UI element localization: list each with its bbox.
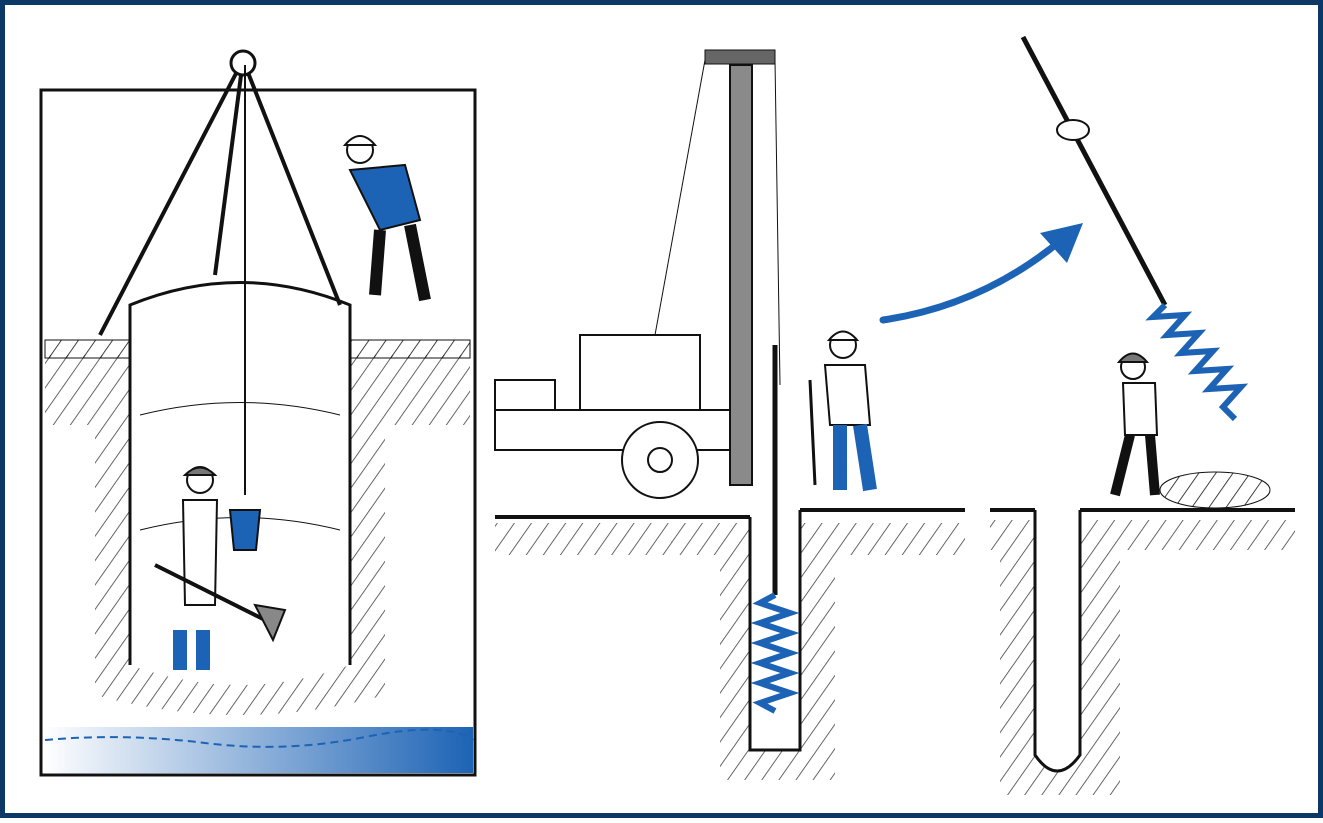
worker-with-shovel (808, 330, 877, 492)
mast-head (704, 49, 776, 65)
worker-top (342, 135, 431, 302)
panel-machine-auger (494, 49, 965, 780)
drill-mast (729, 64, 753, 486)
tripod (98, 59, 342, 336)
mast-cable (774, 59, 781, 386)
spoil-pile (1159, 471, 1271, 509)
worker-with-auger (1110, 352, 1160, 497)
drill-truck (494, 334, 736, 499)
arrow-head (1040, 223, 1083, 263)
ground-strip-right (349, 339, 471, 359)
pulley-icon (229, 49, 257, 77)
water-table (43, 727, 473, 773)
bucket-icon (228, 509, 262, 551)
well-drilling-illustration (39, 35, 1295, 795)
ground-strip-left (44, 339, 131, 359)
hand-icon (1056, 119, 1090, 141)
withdraw-arrow-icon (879, 233, 1069, 324)
lining-ring (139, 402, 341, 416)
worker-bottom (154, 466, 287, 670)
panel-border (39, 88, 477, 777)
mast-cable (654, 59, 706, 336)
soil-around-borehole (495, 523, 965, 780)
panel-hand-dug-well (39, 49, 477, 777)
auger-flight-icon (1145, 302, 1249, 422)
auger-rod (1020, 35, 1168, 307)
open-borehole (1033, 510, 1082, 773)
soil-around-shaft (45, 355, 470, 715)
water-surface-line (44, 728, 474, 748)
soil-around-hole (990, 520, 1295, 795)
auger-flight-icon (750, 592, 800, 714)
panel-open-hole (990, 35, 1295, 795)
